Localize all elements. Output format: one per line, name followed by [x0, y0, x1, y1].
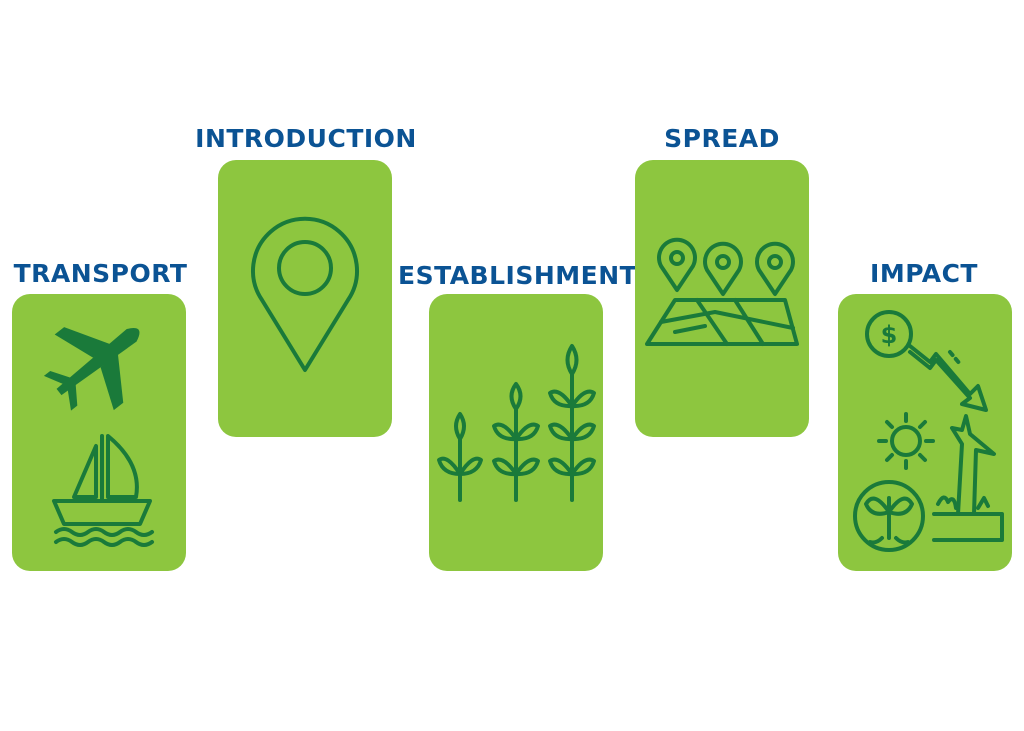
stage-label-impact: IMPACT	[870, 259, 978, 288]
stage-label-establishment: ESTABLISHMENT	[398, 261, 638, 290]
sun-icon	[877, 412, 935, 470]
stage-label-spread: SPREAD	[664, 124, 780, 153]
map-pins-icon	[645, 237, 799, 346]
introduction-icons	[251, 216, 359, 372]
location-pin-icon	[251, 216, 359, 372]
dead-tree-icon	[932, 414, 1004, 542]
plant-sprouts-icon	[437, 344, 596, 502]
stage-label-introduction: INTRODUCTION	[195, 124, 417, 153]
money-decline-icon: $	[865, 310, 988, 412]
impact-icons: $	[853, 310, 1004, 552]
establishment-icons	[437, 344, 596, 502]
stage-card-introduction	[218, 160, 392, 437]
sailboat-icon	[52, 434, 154, 547]
stage-label-transport: TRANSPORT	[13, 259, 188, 288]
transport-icons	[43, 327, 154, 547]
spread-icons	[645, 237, 799, 346]
stage-card-spread	[635, 160, 809, 437]
currency-symbol: $	[881, 321, 898, 349]
stage-card-transport	[12, 294, 186, 571]
airplane-icon	[43, 327, 140, 411]
blighted-plant-icon	[853, 480, 925, 552]
stage-card-establishment	[429, 294, 603, 571]
stage-card-impact: $	[838, 294, 1012, 571]
